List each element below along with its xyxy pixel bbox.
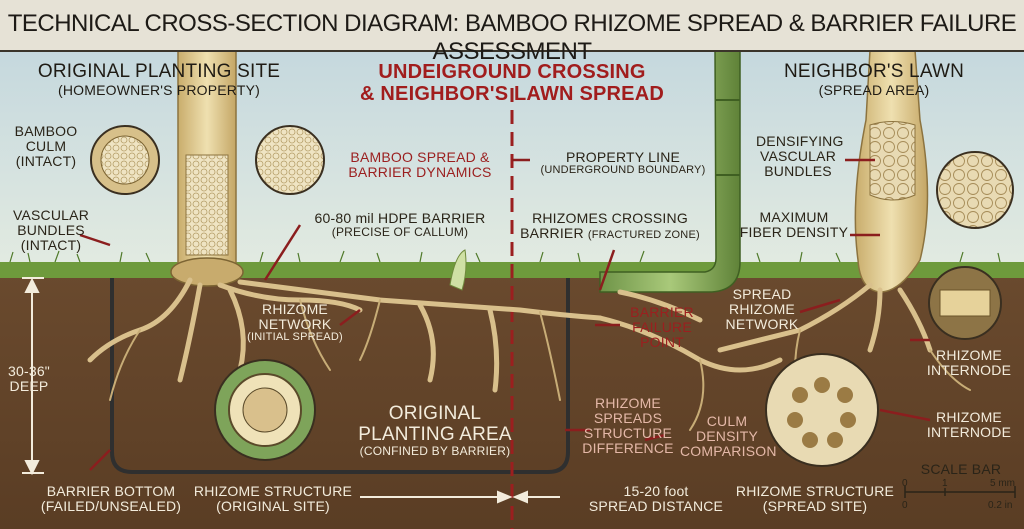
label-line: RHIZOME — [262, 301, 328, 317]
scale-tick-0.2in: 0.2 in — [988, 500, 1013, 511]
label-line: BAMBOO — [14, 123, 78, 139]
left-section-heading: ORIGINAL PLANTING SITE (HOMEOWNER'S PROP… — [14, 61, 304, 98]
label-line: BARRIER — [630, 304, 694, 320]
label-original-area: ORIGINAL PLANTING AREA (CONFINED BY BARR… — [340, 403, 530, 459]
label-line: RHIZOME — [595, 395, 661, 411]
label-line: RHIZOME STRUCTURE — [193, 483, 353, 499]
green-culm — [599, 49, 741, 293]
label-line: RHIZOME — [936, 409, 1002, 425]
scale-tick-5mm: 5 mm — [990, 478, 1015, 489]
label-line: STRUCTURE — [583, 425, 673, 442]
label-line: INTERNODE — [926, 424, 1012, 441]
label-line: MAXIMUM — [759, 209, 829, 225]
label-rhizome-network: RHIZOME NETWORK (INITIAL SPREAD) — [240, 301, 350, 344]
label-spread-network: SPREAD RHIZOME NETWORK — [720, 286, 804, 333]
label-line: CULM — [25, 138, 67, 155]
center-section-heading: UNDEIGROUND CROSSING & NEIGHBOR'S LAWN S… — [332, 61, 692, 105]
label-spread-dynamics: BAMBOO SPREAD & BARRIER DYNAMICS — [332, 149, 508, 181]
label-spread-distance: 15-20 foot SPREAD DISTANCE — [586, 483, 726, 515]
label-line: POINT — [640, 334, 684, 351]
label-vascular-bundles: VASCULAR BUNDLES (INTACT) — [8, 207, 94, 254]
label-line: FIBER DENSITY — [739, 224, 849, 241]
label-line: 60-80 mil HDPE BARRIER — [314, 210, 486, 226]
label-line: RHIZOME — [729, 301, 795, 318]
right-heading-text: NEIGHBOR'S LAWN — [783, 61, 965, 82]
label-line: RHIZOME STRUCTURE — [735, 483, 895, 499]
center-heading-line1: UNDEIGROUND CROSSING — [378, 61, 646, 83]
label-line: SPREAD — [732, 286, 792, 302]
diagram-title: TECHNICAL CROSS-SECTION DIAGRAM: BAMBOO … — [7, 10, 1017, 65]
label-line: (ORIGINAL SITE) — [216, 498, 330, 515]
label-line: VASCULAR — [12, 207, 90, 223]
label-line: SPREADS — [593, 410, 663, 427]
scale-tick-0: 0 — [902, 478, 908, 489]
label-rhizome-internode-2: RHIZOME INTERNODE — [926, 409, 1012, 441]
label-line: (SPREAD SITE) — [762, 498, 868, 515]
label-culm-density: CULM DENSITY COMPARISON — [680, 413, 777, 460]
label-line: (INTACT) — [15, 153, 77, 170]
label-line: BUNDLES — [17, 222, 85, 239]
scale-tick-0-in: 0 — [902, 500, 908, 511]
hdpe-barrier — [110, 278, 570, 474]
label-line: SPREAD DISTANCE — [588, 498, 724, 515]
label-depth: 30-36" DEEP — [2, 363, 56, 395]
label-line: RHIZOME — [936, 347, 1002, 363]
label-line: DEEP — [9, 378, 49, 395]
label-scale-bar: SCALE BAR — [920, 461, 1002, 477]
label-barrier-failure: BARRIER FAILURE POINT — [626, 304, 698, 351]
left-subheading: (HOMEOWNER'S PROPERTY) — [57, 81, 261, 98]
label-line: (INITIAL SPREAD) — [247, 331, 343, 344]
label-line: RHIZOMES CROSSING — [532, 210, 688, 226]
label-rhizome-internode-1: RHIZOME INTERNODE — [926, 347, 1012, 379]
label-line: NETWORK — [725, 316, 799, 333]
label-hdpe-barrier: 60-80 mil HDPE BARRIER (PRECISE OF CALLU… — [300, 210, 500, 240]
left-heading-text: ORIGINAL PLANTING SITE — [37, 61, 281, 82]
label-line: PLANTING AREA — [358, 423, 512, 445]
label-line: DIFFERENCE — [582, 440, 674, 457]
label-max-fiber: MAXIMUM FIBER DENSITY — [736, 209, 852, 241]
right-section-heading: NEIGHBOR'S LAWN (SPREAD AREA) — [746, 61, 1002, 98]
title-bar — [0, 0, 1024, 52]
label-fragment: (FRACTURED ZONE) — [587, 229, 700, 242]
label-line: 30-36" — [8, 363, 50, 379]
label-structure-original: RHIZOME STRUCTURE (ORIGINAL SITE) — [186, 483, 360, 515]
label-fragment: BARRIER — [520, 225, 584, 242]
label-line: ORIGINAL — [388, 403, 482, 424]
label-line: DENSIFYING — [756, 133, 844, 149]
label-densifying: DENSIFYING VASCULAR BUNDLES — [756, 133, 844, 180]
label-line: (PRECISE OF CALLUM) — [331, 225, 469, 240]
label-line: BAMBOO SPREAD & — [350, 149, 490, 165]
label-property-line: PROPERTY LINE (UNDERGROUND BOUNDARY) — [530, 149, 716, 177]
label-line: FAILURE — [632, 319, 692, 336]
label-rhizomes-crossing: RHIZOMES CROSSING BARRIER (FRACTURED ZON… — [518, 210, 702, 242]
label-line: PROPERTY LINE — [565, 149, 681, 165]
label-barrier-bottom: BARRIER BOTTOM (FAILED/UNSEALED) — [34, 483, 188, 515]
label-line: BARRIER (FRACTURED ZONE) — [518, 226, 702, 242]
center-heading-line2: & NEIGHBOR'S LAWN SPREAD — [359, 82, 665, 105]
label-line: (UNDERGROUND BOUNDARY) — [540, 164, 706, 177]
label-bamboo-culm: BAMBOO CULM (INTACT) — [8, 123, 84, 170]
label-line: (FAILED/UNSEALED) — [40, 498, 182, 515]
label-line: BUNDLES — [764, 163, 832, 180]
label-structure-spread: RHIZOME STRUCTURE (SPREAD SITE) — [730, 483, 900, 515]
label-structure-difference: RHIZOME SPREADS STRUCTURE DIFFERENCE — [580, 395, 676, 457]
label-line: INTERNODE — [926, 362, 1012, 379]
label-line: VASCULAR — [759, 148, 837, 165]
label-line: BARRIER BOTTOM — [46, 483, 176, 499]
label-line: (INTACT) — [20, 237, 82, 254]
scale-tick-1: 1 — [942, 478, 948, 489]
label-line: 15-20 foot — [623, 483, 689, 499]
label-line: DENSITY — [695, 428, 759, 445]
label-line: CULM — [706, 413, 748, 429]
right-subheading: (SPREAD AREA) — [818, 81, 930, 98]
label-line: (CONFINED BY BARRIER) — [359, 444, 511, 459]
label-line: COMPARISON — [680, 443, 777, 460]
inset-circles — [90, 125, 1014, 467]
label-line: NETWORK — [258, 316, 332, 333]
label-line: BARRIER DYNAMICS — [348, 164, 492, 181]
